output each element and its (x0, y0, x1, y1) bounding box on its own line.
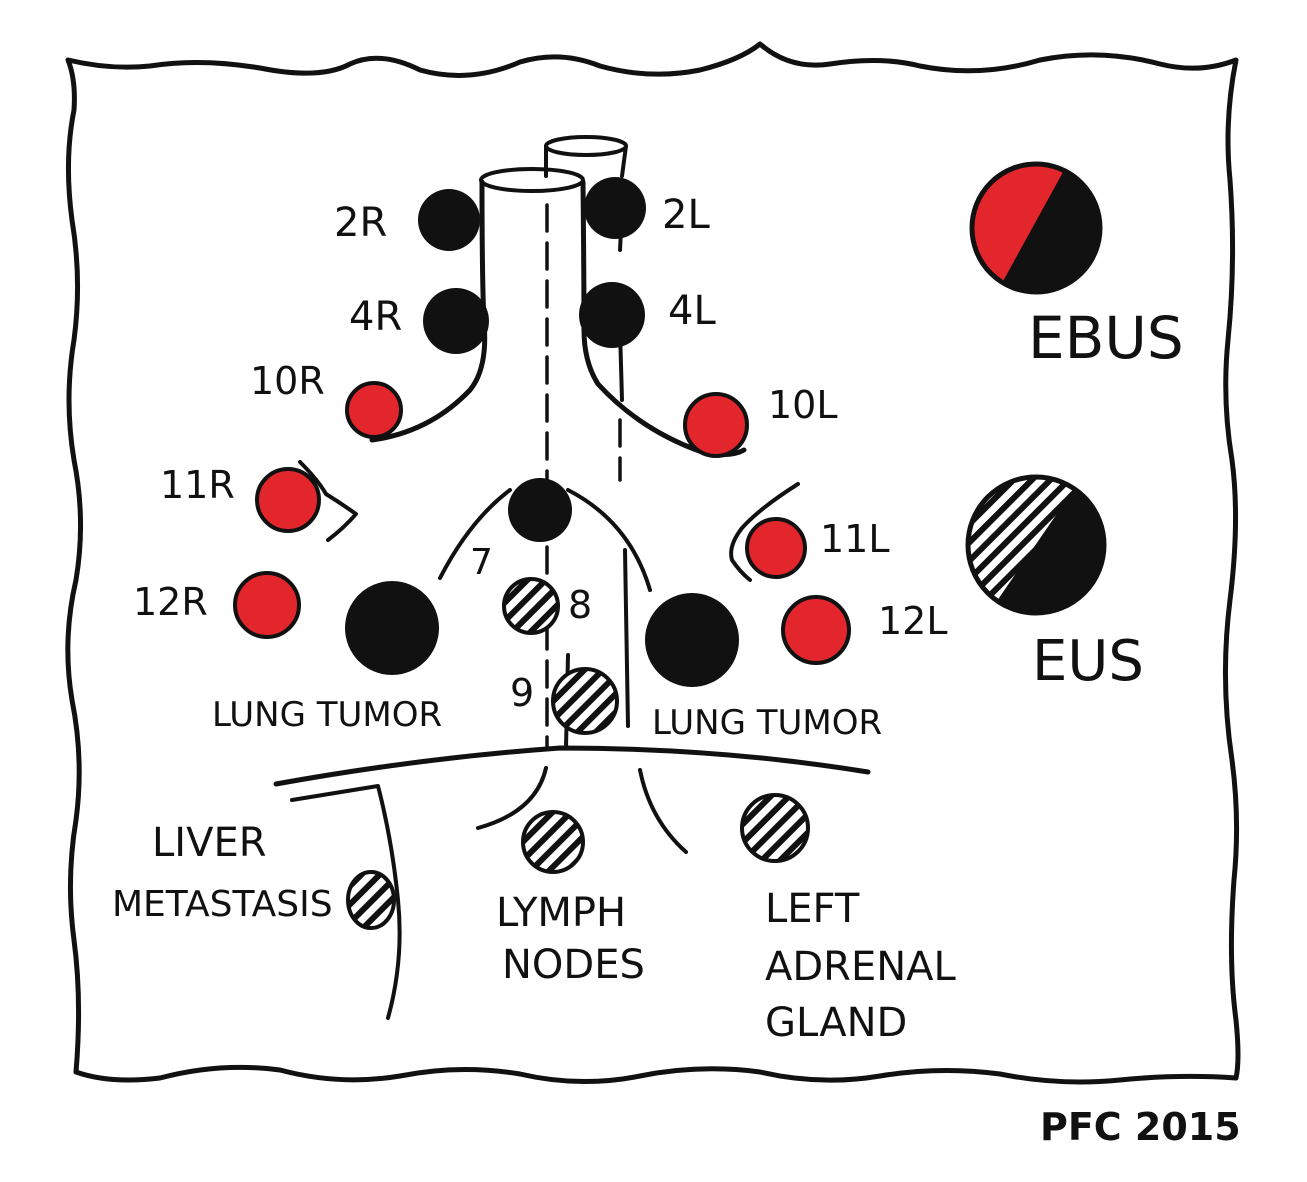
station-2r-node (418, 189, 480, 251)
station-2l-node (584, 177, 646, 239)
label-11l: 11L (820, 517, 890, 561)
station-10r-node (345, 381, 403, 439)
legend-eus: EUS (965, 474, 1144, 694)
label-nodes: NODES (502, 942, 645, 988)
eus-icon (965, 474, 1107, 616)
label-left-lung-tumor: LUNG TUMOR (212, 695, 442, 735)
legend-ebus-label: EBUS (1028, 304, 1184, 372)
label-4r: 4R (349, 294, 402, 340)
label-8: 8 (568, 583, 592, 627)
label-12r: 12R (133, 580, 208, 624)
station-7-node (508, 478, 572, 542)
label-2r: 2R (334, 200, 387, 246)
label-2l: 2L (662, 192, 710, 238)
station-9-node (551, 667, 619, 735)
label-12l: 12L (878, 599, 948, 643)
frame-border (65, 41, 1241, 1085)
station-12r-node (233, 571, 301, 639)
station-4l-node (579, 282, 645, 348)
legend-eus-label: EUS (1032, 629, 1144, 694)
label-9: 9 (510, 671, 534, 715)
station-4r-node (423, 288, 489, 354)
station-8-node (502, 577, 560, 635)
left-lung-tumor (345, 581, 439, 675)
label-10l: 10L (768, 383, 838, 427)
label-lymph: LYMPH (496, 890, 626, 936)
label-10r: 10R (250, 359, 325, 403)
liver-metastasis-node (346, 870, 396, 930)
label-left: LEFT (765, 886, 860, 932)
label-adrenal: ADRENAL (765, 944, 957, 990)
artist-signature: PFC 2015 (1040, 1105, 1241, 1149)
label-metastasis: METASTASIS (112, 884, 333, 925)
label-right-lung-tumor: LUNG TUMOR (652, 703, 882, 743)
station-11r-node (255, 467, 321, 533)
label-gland: GLAND (765, 1000, 907, 1046)
abdominal-lines (273, 745, 871, 1020)
label-liver: LIVER (152, 820, 267, 866)
label-11r: 11R (160, 463, 235, 507)
label-4l: 4L (668, 288, 716, 334)
station-12l-node (781, 595, 851, 665)
lymph-nodes-node (521, 810, 585, 874)
legend-ebus: EBUS (969, 161, 1184, 372)
left-adrenal-node (740, 793, 810, 863)
station-10l-node (683, 392, 749, 458)
right-lung-tumor (645, 593, 739, 687)
ebus-icon (969, 161, 1103, 295)
label-7: 7 (470, 542, 493, 583)
station-11l-node (745, 517, 807, 579)
